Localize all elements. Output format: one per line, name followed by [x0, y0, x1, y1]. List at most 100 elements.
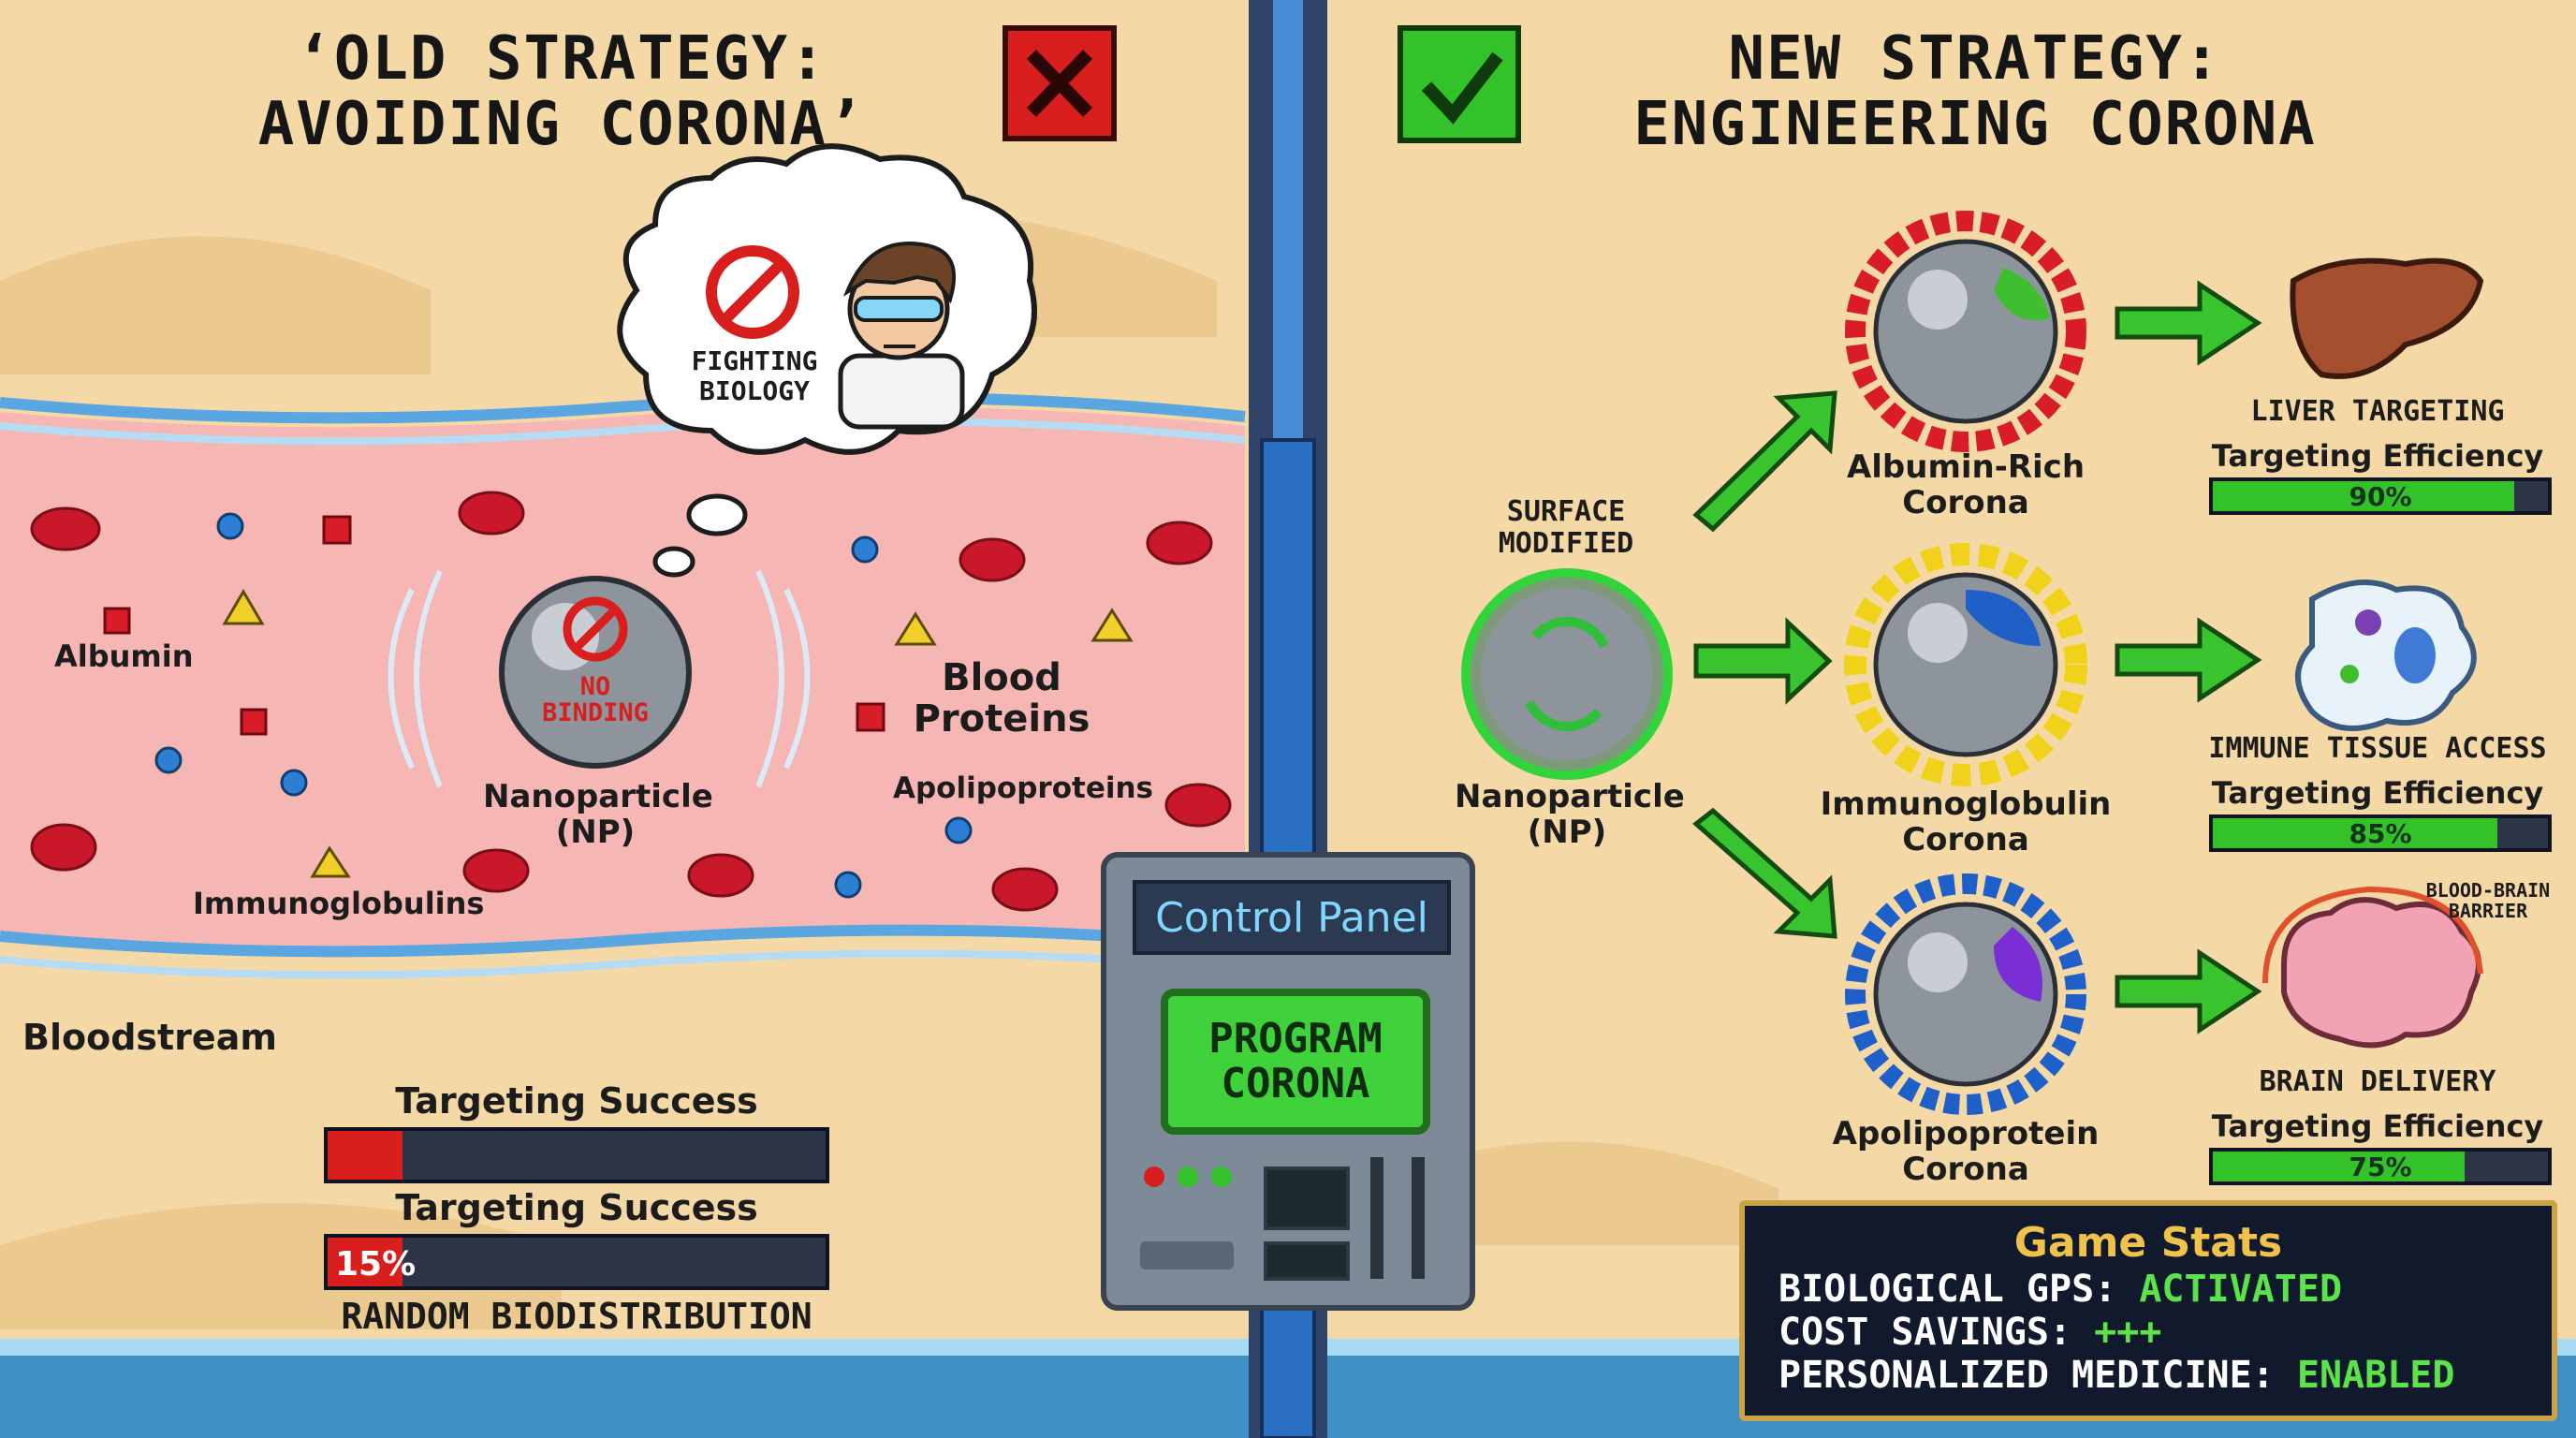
- panel-status-screen: [1264, 1241, 1350, 1281]
- immune-tissue-label: IMMUNE TISSUE ACCESS: [2208, 732, 2547, 765]
- apolipoprotein-corona-sphere: [1845, 873, 2086, 1115]
- stat-row-gps: BIOLOGICAL GPS: ACTIVATED: [1778, 1268, 2342, 1311]
- liver-targeting-label: LIVER TARGETING: [2250, 395, 2505, 428]
- efficiency-label-immune: Targeting Efficiency: [2211, 775, 2544, 811]
- thought-dot: [652, 546, 695, 578]
- albumin-markers: [103, 515, 886, 736]
- random-biodistribution-label: RANDOM BIODISTRIBUTION: [341, 1296, 812, 1337]
- arrows: [1692, 280, 2262, 1034]
- nanoparticle-left-label: Nanoparticle (NP): [483, 778, 713, 851]
- corona-name-line2: Corona: [1902, 821, 2029, 858]
- liver-icon: [2290, 257, 2484, 379]
- dune-shape: [0, 236, 431, 374]
- efficiency-label-brain: Targeting Efficiency: [2211, 1108, 2544, 1144]
- targeting-success-fill-2: [328, 1238, 402, 1286]
- vessel-wall-top: [0, 391, 1246, 424]
- np-left-line2: (NP): [555, 814, 636, 851]
- surface-line1: SURFACE: [1506, 495, 1626, 528]
- surface-modify-icon: [1525, 617, 1609, 731]
- panel-buttons-row[interactable]: [1140, 1241, 1234, 1269]
- fighting-biology-text: FIGHTING BIOLOGY: [661, 346, 848, 406]
- no-binding-line1: NO: [579, 672, 611, 701]
- new-strategy-title: NEW STRATEGY: ENGINEERING CORONA: [1516, 26, 2434, 157]
- corona-name-line1: Immunoglobulin: [1820, 785, 2112, 823]
- stat-value: ACTIVATED: [2139, 1268, 2343, 1311]
- corona-name-line1: Albumin-Rich: [1846, 448, 2086, 486]
- control-panel: Control Panel PROGRAM CORONA: [1101, 852, 1475, 1311]
- targeting-success-bar-2: 15%: [324, 1234, 829, 1290]
- game-stats-title: Game Stats: [2013, 1219, 2283, 1267]
- check-mark-icon: [1398, 25, 1521, 143]
- vessel-wall-bottom: [0, 949, 1246, 979]
- stat-row-medicine: PERSONALIZED MEDICINE: ENABLED: [1778, 1354, 2454, 1397]
- game-stats-box: Game Stats BIOLOGICAL GPS: ACTIVATED COS…: [1739, 1200, 2557, 1421]
- prohibited-icon: [706, 245, 799, 339]
- efficiency-value-immune: 85%: [2349, 817, 2412, 849]
- efficiency-value-brain: 75%: [2349, 1151, 2412, 1182]
- program-corona-line2: CORONA: [1221, 1060, 1370, 1108]
- new-title-line1: NEW STRATEGY:: [1728, 24, 2222, 94]
- bbb-line1: BLOOD-BRAIN: [2425, 879, 2551, 902]
- vessel-wall-top: [0, 417, 1246, 446]
- control-panel-title: Control Panel: [1133, 880, 1451, 955]
- np-right-line1: Nanoparticle: [1455, 778, 1685, 815]
- thought-line2: BIOLOGY: [698, 375, 810, 406]
- dune-shape: [1404, 1141, 1778, 1245]
- red-blood-cells: [30, 491, 1232, 912]
- np-right-line2: (NP): [1527, 814, 1607, 851]
- efficiency-fill-liver: [2213, 481, 2515, 511]
- panel-slider-2[interactable]: [1412, 1157, 1425, 1279]
- corona-name-line1: Apolipoprotein: [1832, 1115, 2100, 1152]
- stat-label: BIOLOGICAL GPS:: [1778, 1268, 2140, 1311]
- panel-led-red: [1144, 1167, 1164, 1187]
- apolipoproteins-label: Apolipoproteins: [893, 771, 1153, 805]
- program-corona-button[interactable]: PROGRAM CORONA: [1161, 989, 1430, 1135]
- immunoglobulins-label: Immunoglobulins: [193, 886, 485, 921]
- new-title-line2: ENGINEERING CORONA: [1633, 90, 2317, 159]
- brain-delivery-label: BRAIN DELIVERY: [2259, 1065, 2496, 1098]
- blood-brain-barrier-label: BLOOD-BRAIN BARRIER: [2402, 880, 2574, 921]
- bbb-line2: BARRIER: [2448, 900, 2528, 922]
- targeting-success-bar-1: [324, 1127, 829, 1183]
- corona-name-line2: Corona: [1902, 484, 2029, 521]
- panel-led-green-2: [1211, 1167, 1232, 1187]
- stat-row-cost: COST SAVINGS: +++: [1778, 1311, 2161, 1354]
- immune-cell-icon: [2295, 580, 2477, 731]
- efficiency-fill-brain: [2213, 1152, 2465, 1181]
- nanoparticle-right-label: Nanoparticle (NP): [1455, 778, 1685, 851]
- panel-mini-screen: [1264, 1167, 1350, 1230]
- targeting-success-fill-1: [328, 1131, 402, 1180]
- stat-label: COST SAVINGS:: [1778, 1311, 2095, 1354]
- efficiency-fill-immune: [2213, 818, 2498, 848]
- surface-modified-label: SURFACE MODIFIED: [1460, 496, 1672, 560]
- blood-proteins-line2: Proteins: [913, 697, 1090, 741]
- stat-label: PERSONALIZED MEDICINE:: [1778, 1354, 2297, 1397]
- no-binding-line2: BINDING: [542, 698, 649, 727]
- immunoglobulin-markers: [222, 589, 1134, 878]
- corona-label-albumin: Albumin-Rich Corona: [1816, 449, 2115, 521]
- surface-line2: MODIFIED: [1498, 527, 1634, 560]
- panel-slider-1[interactable]: [1370, 1157, 1383, 1279]
- old-strategy-title: ‘OLD STRATEGY: AVOIDING CORONA’: [150, 26, 973, 157]
- targeting-success-value: 15%: [335, 1245, 417, 1284]
- nanoparticle-right-core: [1481, 588, 1653, 760]
- x-mark-icon: [1003, 25, 1117, 141]
- efficiency-label-liver: Targeting Efficiency: [2211, 438, 2544, 474]
- albumin-corona-sphere: [1845, 211, 2086, 452]
- panel-led-green: [1178, 1167, 1198, 1187]
- blood-proteins-label: Blood Proteins: [899, 657, 1105, 740]
- np-left-line1: Nanoparticle: [483, 778, 713, 815]
- stat-value: ENABLED: [2296, 1354, 2455, 1397]
- repulsion-waves: [388, 569, 811, 788]
- vessel-wall-bottom: [0, 924, 1246, 958]
- efficiency-value-liver: 90%: [2349, 480, 2412, 512]
- corona-name-line2: Corona: [1902, 1151, 2029, 1188]
- stat-value: +++: [2094, 1311, 2162, 1354]
- efficiency-bar-immune: 85%: [2209, 814, 2552, 852]
- immunoglobulin-corona-sphere: [1844, 543, 2087, 786]
- efficiency-bar-brain: 75%: [2209, 1148, 2552, 1185]
- program-corona-line1: PROGRAM: [1208, 1015, 1383, 1063]
- old-title-line2: AVOIDING CORONA’: [257, 90, 866, 159]
